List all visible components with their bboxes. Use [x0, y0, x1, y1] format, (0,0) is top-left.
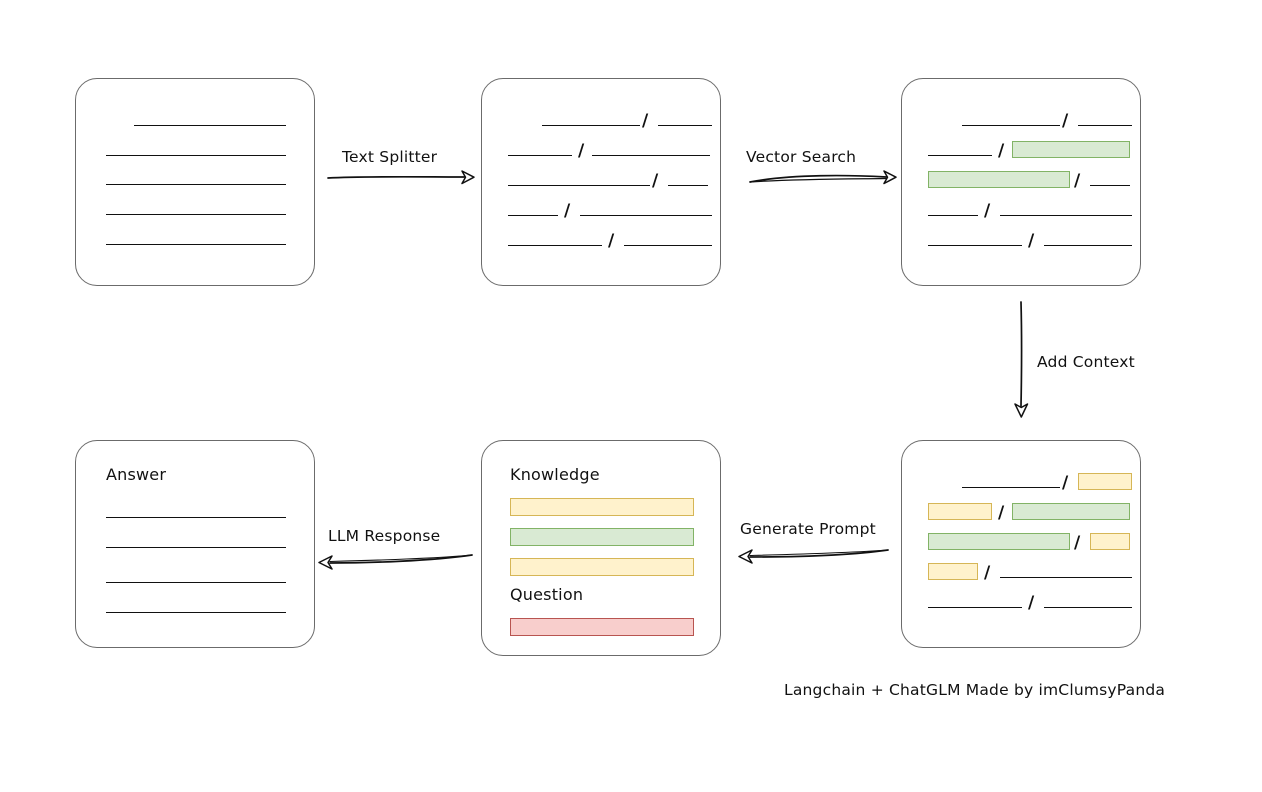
- context-chunks-card[interactable]: / / / / /: [901, 440, 1141, 648]
- answer-line: [106, 612, 286, 613]
- answer-line: [106, 582, 286, 583]
- knowledge-heading: Knowledge: [510, 465, 600, 484]
- chunk-separator: /: [642, 111, 649, 131]
- chunk-separator: /: [984, 201, 991, 221]
- chunk-segment: [1044, 245, 1132, 246]
- source-document-lines: [76, 79, 314, 285]
- context-chunk-highlight: [928, 563, 978, 580]
- chunk-separator: /: [998, 141, 1005, 161]
- chunk-separator: /: [1062, 473, 1069, 493]
- chunk-separator: /: [984, 563, 991, 583]
- retrieved-chunk-highlight: [1012, 141, 1130, 158]
- chunk-segment: [592, 155, 710, 156]
- question-heading: Question: [510, 585, 584, 604]
- prompt-card[interactable]: Knowledge Question: [481, 440, 721, 656]
- question-bar: [510, 618, 694, 636]
- source-document-card[interactable]: [75, 78, 315, 286]
- chunk-separator: /: [652, 171, 659, 191]
- chunk-separator: /: [578, 141, 585, 161]
- context-chunk-highlight: [1078, 473, 1132, 490]
- credit-text: Langchain + ChatGLM Made by imClumsyPand…: [784, 681, 1166, 699]
- arrow-add-context: [1014, 301, 1029, 418]
- chunk-separator: /: [564, 201, 571, 221]
- chunk-separator: /: [998, 503, 1005, 523]
- chunk-segment: [962, 487, 1060, 488]
- doc-line: [134, 125, 286, 126]
- retrieved-chunks-lines: / / / / /: [902, 79, 1140, 285]
- arrow-generate-prompt: [738, 549, 889, 564]
- chunk-separator: /: [1062, 111, 1069, 131]
- answer-lines: [76, 441, 314, 647]
- edge-label-generate-prompt: Generate Prompt: [740, 520, 876, 538]
- edge-label-text-splitter: Text Splitter: [342, 148, 438, 166]
- edge-label-vector-search: Vector Search: [746, 148, 857, 166]
- chunk-segment: [1078, 125, 1132, 126]
- chunk-segment: [1044, 607, 1132, 608]
- arrow-text-splitter: [327, 170, 475, 185]
- chunk-segment: [508, 155, 572, 156]
- knowledge-bar: [510, 558, 694, 576]
- chunk-separator: /: [1028, 593, 1035, 613]
- retrieved-chunks-card[interactable]: / / / / /: [901, 78, 1141, 286]
- edge-label-llm-response: LLM Response: [328, 527, 441, 545]
- answer-heading: Answer: [106, 465, 167, 484]
- answer-card[interactable]: Answer: [75, 440, 315, 648]
- chunk-segment: [928, 155, 992, 156]
- chunk-separator: /: [1028, 231, 1035, 251]
- chunk-segment: [542, 125, 640, 126]
- split-chunks-lines: / / / / /: [482, 79, 720, 285]
- chunk-segment: [624, 245, 712, 246]
- chunk-segment: [508, 215, 558, 216]
- chunk-segment: [928, 607, 1022, 608]
- split-chunks-card[interactable]: / / / / /: [481, 78, 721, 286]
- context-chunk-highlight: [1090, 533, 1130, 550]
- retrieved-chunk-highlight: [928, 171, 1070, 188]
- doc-line: [106, 214, 286, 215]
- chunk-segment: [1000, 215, 1132, 216]
- retrieved-chunk-highlight: [928, 533, 1070, 550]
- chunk-segment: [668, 185, 708, 186]
- answer-line: [106, 517, 286, 518]
- chunk-segment: [962, 125, 1060, 126]
- chunk-separator: /: [1074, 171, 1081, 191]
- retrieved-chunk-highlight: [1012, 503, 1130, 520]
- edge-label-add-context: Add Context: [1037, 353, 1135, 371]
- arrow-vector-search: [749, 170, 897, 185]
- chunk-segment: [580, 215, 712, 216]
- arrow-llm-response: [318, 554, 473, 570]
- doc-line: [106, 155, 286, 156]
- chunk-segment: [508, 245, 602, 246]
- doc-line: [106, 244, 286, 245]
- knowledge-bar: [510, 498, 694, 516]
- chunk-segment: [928, 215, 978, 216]
- doc-line: [106, 184, 286, 185]
- knowledge-bar: [510, 528, 694, 546]
- chunk-separator: /: [1074, 533, 1081, 553]
- context-chunks-lines: / / / / /: [902, 441, 1140, 647]
- chunk-segment: [1090, 185, 1130, 186]
- answer-line: [106, 547, 286, 548]
- chunk-separator: /: [608, 231, 615, 251]
- chunk-segment: [1000, 577, 1132, 578]
- context-chunk-highlight: [928, 503, 992, 520]
- chunk-segment: [928, 245, 1022, 246]
- chunk-segment: [508, 185, 650, 186]
- chunk-segment: [658, 125, 712, 126]
